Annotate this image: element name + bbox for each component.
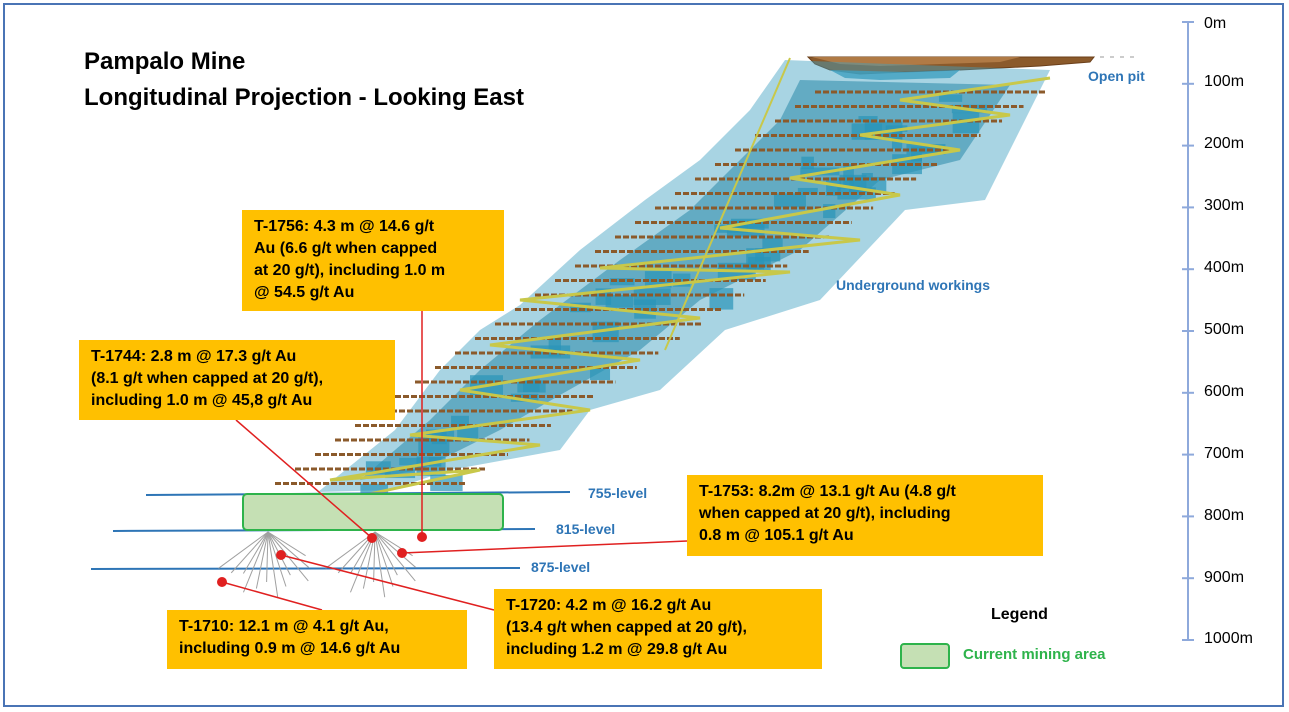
ore-block — [858, 116, 878, 123]
ore-block — [451, 415, 469, 426]
drill-hole — [230, 531, 269, 574]
callout-line: T-1744: 2.8 m @ 17.3 g/t Au — [91, 348, 297, 365]
level-815-label: 815-level — [556, 521, 616, 537]
callout-line: @ 54.5 g/t Au — [254, 284, 355, 301]
callout-line: including 1.0 m @ 45,8 g/t Au — [91, 392, 313, 409]
depth-label: 200m — [1204, 135, 1245, 152]
callout-t1744: T-1744: 2.8 m @ 17.3 g/t Au (8.1 g/t whe… — [79, 340, 395, 420]
ore-block — [709, 288, 734, 310]
drill-hole — [242, 531, 269, 593]
page-subtitle: Longitudinal Projection - Looking East — [84, 84, 524, 111]
drill-hole — [266, 531, 269, 582]
drill-hole — [374, 531, 416, 582]
open-pit-label: Open pit — [1088, 68, 1145, 84]
callout-line: when capped at 20 g/t), including — [699, 505, 951, 522]
drill-hole — [374, 531, 417, 568]
ore-block — [762, 237, 783, 251]
ore-block — [797, 187, 818, 195]
callout-t1720: T-1720: 4.2 m @ 16.2 g/t Au (13.4 g/t wh… — [494, 589, 822, 669]
ore-block — [384, 469, 416, 479]
ore-block — [605, 295, 634, 308]
callout-t1756: T-1756: 4.3 m @ 14.6 g/t Au (6.6 g/t whe… — [242, 210, 504, 311]
ore-block — [590, 368, 611, 381]
ore-block — [399, 457, 423, 466]
underground-workings-label: Underground workings — [836, 277, 990, 293]
drill-hole — [267, 531, 310, 568]
ore-block — [938, 94, 963, 102]
callout-line: Au (6.6 g/t when capped — [254, 240, 438, 257]
depth-label: 400m — [1204, 259, 1245, 276]
depth-label: 1000m — [1204, 630, 1253, 647]
drill-hole — [267, 531, 287, 587]
ore-block — [843, 164, 854, 186]
callout-line: including 0.9 m @ 14.6 g/t Au — [179, 640, 401, 657]
depth-axis-ticks — [1182, 21, 1194, 641]
level-875-line — [90, 567, 521, 570]
callout-line: at 20 g/t), including 1.0 m — [254, 262, 446, 279]
depth-label: 0m — [1204, 15, 1227, 32]
drill-hole — [374, 531, 386, 598]
callout-line: 0.8 m @ 105.1 g/t Au — [699, 527, 854, 544]
drill-hole — [218, 531, 269, 569]
depth-label: 500m — [1204, 321, 1245, 338]
intercept-markers — [217, 532, 427, 587]
drill-hole — [267, 531, 306, 557]
depth-label: 600m — [1204, 383, 1245, 400]
level-755-label: 755-level — [588, 485, 648, 501]
legend-label-mining-area: Current mining area — [963, 646, 1106, 663]
legend-swatch-mining-area — [900, 643, 950, 669]
decline-ramp — [261, 76, 1051, 514]
leader-lines — [221, 310, 688, 611]
depth-label: 700m — [1204, 445, 1245, 462]
depth-label: 900m — [1204, 569, 1245, 586]
ore-block — [826, 177, 841, 196]
callout-line: T-1710: 12.1 m @ 4.1 g/t Au, — [179, 618, 389, 635]
page-title: Pampalo Mine — [84, 48, 246, 75]
depth-label: 800m — [1204, 507, 1245, 524]
callout-line: (8.1 g/t when capped at 20 g/t), — [91, 370, 324, 387]
callout-line: including 1.2 m @ 29.8 g/t Au — [506, 641, 728, 658]
ore-block — [861, 173, 873, 181]
ore-block — [952, 112, 980, 134]
ore-block — [773, 193, 806, 208]
drill-hole — [242, 531, 269, 574]
legend-title: Legend — [991, 606, 1048, 623]
drill-hole — [267, 531, 279, 598]
drill-hole — [374, 531, 398, 576]
ore-block — [906, 144, 946, 155]
depth-label: 100m — [1204, 73, 1245, 90]
shaft-line — [664, 57, 791, 351]
open-pit-surface — [806, 56, 1140, 80]
current-mining-area — [242, 493, 504, 531]
callout-t1753: T-1753: 8.2m @ 13.1 g/t Au (4.8 g/t when… — [687, 475, 1043, 556]
drill-hole — [255, 531, 269, 589]
drill-hole — [374, 531, 394, 587]
depth-label: 300m — [1204, 197, 1245, 214]
level-875-label: 875-level — [531, 559, 591, 575]
ore-block — [800, 167, 840, 176]
callout-line: T-1720: 4.2 m @ 16.2 g/t Au — [506, 597, 712, 614]
figure-frame — [3, 3, 1284, 707]
callout-t1710: T-1710: 12.1 m @ 4.1 g/t Au, including 0… — [167, 610, 467, 669]
ore-block — [801, 156, 814, 170]
callout-line: (13.4 g/t when capped at 20 g/t), — [506, 619, 747, 636]
callout-line: T-1753: 8.2m @ 13.1 g/t Au (4.8 g/t — [699, 483, 956, 500]
callout-line: T-1756: 4.3 m @ 14.6 g/t — [254, 218, 435, 235]
drill-hole — [325, 531, 376, 569]
